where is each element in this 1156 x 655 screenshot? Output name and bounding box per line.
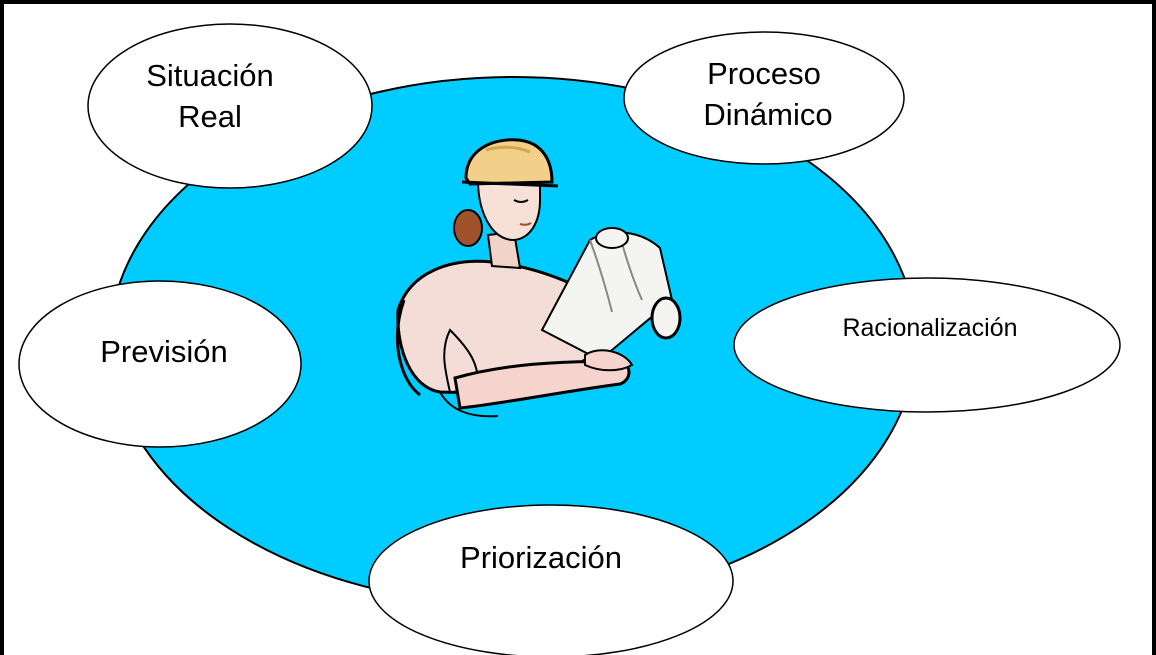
- node-situacion-real-line1: Situación: [146, 58, 274, 93]
- node-racionalizacion: Racionalización: [733, 277, 1121, 413]
- node-prevision-label: Previsión: [100, 334, 228, 369]
- node-priorizacion: Priorización: [368, 504, 734, 655]
- node-proceso-dinamico-line2: Dinámico: [703, 97, 832, 132]
- node-priorizacion-label: Priorización: [460, 540, 622, 575]
- node-racionalizacion-label: Racionalización: [842, 314, 1017, 342]
- node-situacion-real: Situación Real: [87, 23, 373, 189]
- node-proceso-dinamico: Proceso Dinámico: [623, 31, 905, 165]
- node-situacion-real-line2: Real: [178, 99, 242, 134]
- node-prevision: Previsión: [18, 280, 302, 448]
- node-proceso-dinamico-line1: Proceso: [707, 56, 821, 91]
- engineer-with-blueprints-icon: [396, 138, 682, 418]
